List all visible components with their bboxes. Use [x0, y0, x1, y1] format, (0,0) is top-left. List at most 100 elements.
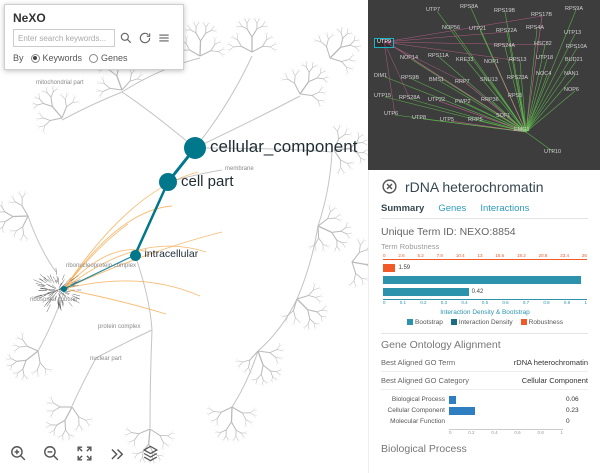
network-node-RPS8A[interactable]: RPS8A — [460, 4, 479, 10]
go-alignment-heading: Gene Ontology Alignment — [381, 338, 501, 351]
network-node-SNU13[interactable]: SNU13 — [480, 77, 498, 83]
network-edges — [383, 7, 578, 154]
tree-node-intracellular[interactable] — [129, 249, 141, 261]
network-node-RPS24A[interactable]: RPS24A — [494, 43, 516, 49]
radio-keywords-label: Keywords — [42, 53, 83, 63]
network-node-UTP21[interactable]: UTP21 — [469, 26, 487, 32]
tree-term-label[interactable]: ribosomal subunit — [30, 297, 78, 303]
robustness-chart-title: Term Robustness — [381, 242, 440, 251]
radio-genes[interactable]: Genes — [89, 53, 128, 63]
ontology-tree-canvas[interactable] — [0, 0, 368, 473]
tree-node-cellular_component[interactable] — [184, 137, 206, 159]
tab-genes[interactable]: Genes — [438, 203, 467, 214]
network-node-RPS13[interactable]: RPS13 — [509, 57, 527, 63]
network-node-SOF1[interactable]: SOF1 — [496, 113, 511, 119]
network-node-NOP14[interactable]: NOP14 — [400, 55, 419, 61]
network-node-KRE33[interactable]: KRE33 — [456, 57, 474, 63]
by-label: By — [13, 53, 24, 63]
tree-node-label: cell part — [181, 172, 234, 190]
tree-term-label[interactable]: mitochondrial part — [36, 80, 84, 86]
network-node-RPS4A[interactable]: RPS4A — [526, 25, 545, 31]
tab-interactions[interactable]: Interactions — [480, 203, 530, 214]
term-title: rDNA heterochromatin — [405, 178, 544, 195]
close-circle-icon[interactable] — [381, 178, 398, 195]
search-input[interactable] — [13, 29, 115, 47]
network-node-RRP36[interactable]: RRP36 — [481, 97, 499, 103]
network-node-NOP56[interactable]: NOP56 — [442, 25, 461, 31]
network-node-BMS1[interactable]: BMS1 — [429, 77, 444, 83]
network-node-UTP15[interactable]: UTP15 — [374, 93, 392, 99]
network-node-NAN1[interactable]: NAN1 — [564, 71, 579, 77]
menu-icon[interactable] — [156, 30, 172, 46]
network-node-PWP2[interactable]: PWP2 — [455, 99, 471, 105]
network-node-EMG1[interactable]: EMG1 — [514, 127, 530, 133]
radio-dot[interactable] — [30, 53, 40, 63]
go-term-value: rDNA heterochromatin — [513, 357, 588, 367]
network-node-RRP7[interactable]: RRP7 — [455, 79, 470, 85]
network-node-HSC82[interactable]: HSC82 — [534, 41, 552, 47]
network-node-UTP6[interactable]: UTP6 — [384, 111, 399, 117]
network-node-UTP5[interactable]: UTP5 — [440, 117, 455, 123]
expand-all-icon[interactable] — [105, 441, 129, 465]
network-node-UTP22[interactable]: UTP22 — [428, 97, 446, 103]
go-category-label: Best Aligned GO Category — [381, 375, 469, 385]
tree-term-label[interactable]: nuclear part — [90, 356, 122, 362]
network-node-UTP18[interactable]: UTP18 — [536, 55, 554, 61]
ontology-tree-pane[interactable]: NeXO By Keywords — [0, 0, 368, 473]
network-node-UTP7[interactable]: UTP7 — [426, 7, 441, 13]
network-node-BUD21[interactable]: BUD21 — [565, 57, 583, 63]
network-node-DIM1[interactable]: DIM1 — [374, 73, 388, 79]
go-alignment-row: Best Aligned GO Term rDNA heterochromati… — [381, 354, 588, 372]
go-chart-bar — [449, 406, 476, 415]
go-chart-category: Biological Process — [391, 396, 445, 404]
network-node-UTP8[interactable]: UTP8 — [412, 115, 427, 121]
search-icon[interactable] — [118, 30, 134, 46]
zoom-in-icon[interactable] — [6, 441, 30, 465]
tree-term-label[interactable]: membrane — [225, 166, 254, 172]
tree-term-label[interactable]: protein complex — [98, 324, 141, 330]
reset-icon[interactable] — [137, 30, 153, 46]
network-node-NOC4[interactable]: NOC4 — [536, 71, 552, 77]
radio-keywords[interactable]: Keywords — [30, 53, 83, 63]
network-node-RPS10A[interactable]: RPS10A — [566, 44, 588, 50]
network-node-UTP9[interactable]: UTP9 — [374, 38, 395, 48]
network-node-RRP5[interactable]: RRP5 — [468, 117, 483, 123]
network-node-NOP1[interactable]: NOP1 — [484, 59, 499, 65]
tree-node-cell-part[interactable] — [159, 173, 177, 191]
tree-term-label[interactable]: ribonucleoprotein complex — [66, 263, 137, 269]
go-alignment-row: Best Aligned GO Category Cellular Compon… — [381, 372, 588, 390]
go-category-value: Cellular Component — [521, 375, 588, 385]
tree-node-label: intracellular — [144, 248, 199, 261]
view-controls — [6, 441, 162, 465]
network-node-RPS9A[interactable]: RPS9A — [565, 6, 584, 12]
search-panel: NeXO By Keywords — [4, 4, 184, 70]
network-node-RPS11A[interactable]: RPS11A — [428, 53, 449, 59]
fit-screen-icon[interactable] — [72, 441, 96, 465]
zoom-out-icon[interactable] — [39, 441, 63, 465]
layers-icon[interactable] — [138, 441, 162, 465]
tab-summary[interactable]: Summary — [381, 203, 425, 214]
network-node-UTP13[interactable]: UTP13 — [564, 30, 582, 36]
network-node-RPS28A[interactable]: RPS28A — [399, 95, 421, 101]
network-node-RPS23A[interactable]: RPS23A — [507, 75, 529, 81]
robustness-x-axis-label: Interaction Density & Bootstrap — [440, 308, 530, 316]
go-chart-bar — [449, 395, 456, 404]
network-node-RPS17B[interactable]: RPS17B — [531, 12, 553, 18]
network-node-RPS22A[interactable]: RPS22A — [496, 28, 518, 34]
network-node-RPS19B[interactable]: RPS19B — [494, 8, 516, 14]
app-title: NeXO — [13, 11, 46, 25]
network-node-UTP10[interactable]: UTP10 — [544, 149, 562, 155]
unique-term-id: Unique Term ID: NEXO:8854 — [381, 226, 516, 238]
term-detail-panel: rDNA heterochromatin Summary Genes Inter… — [368, 170, 600, 473]
network-node-RPS9B[interactable]: RPS9B — [401, 75, 420, 81]
network-node-NOP6[interactable]: NOP6 — [564, 87, 579, 93]
tree-node-label: cellular_component — [210, 137, 358, 157]
network-node-RPS5[interactable]: RPS5 — [508, 93, 523, 99]
radio-dot[interactable] — [89, 53, 99, 63]
